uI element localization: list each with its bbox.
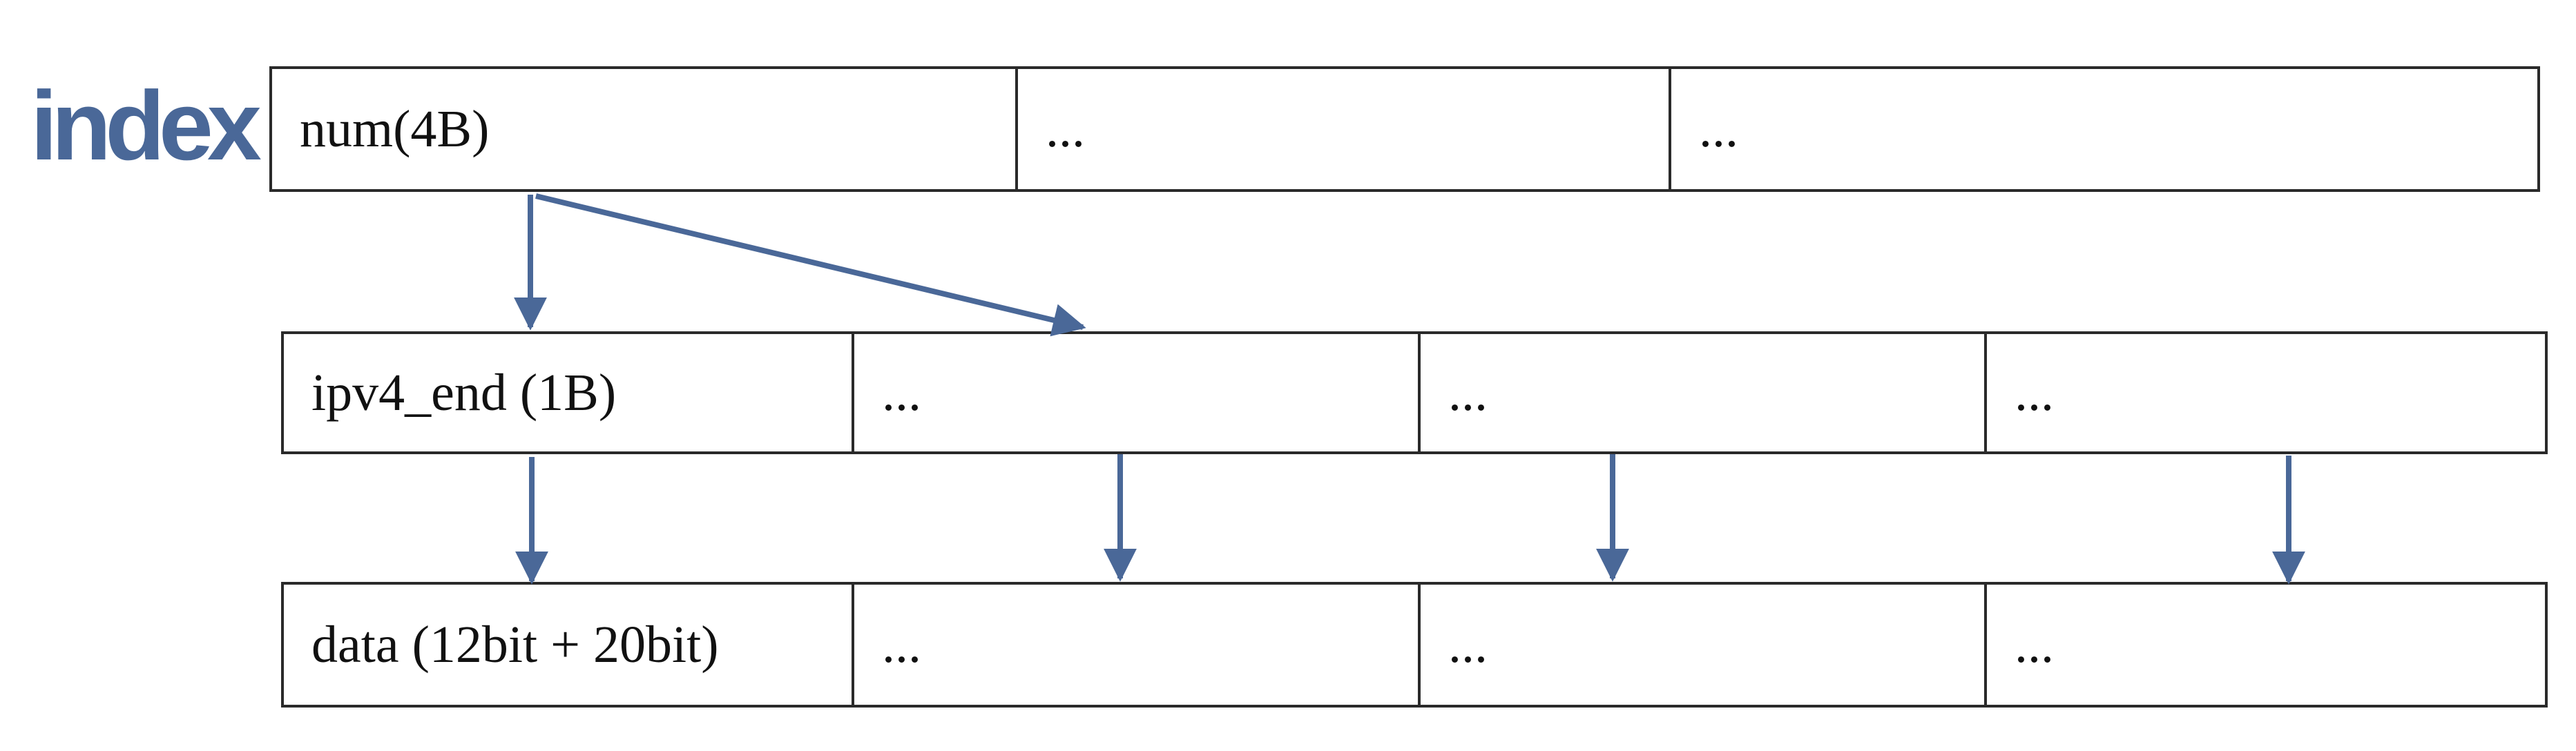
index-cell-ellipsis-2: ... (1669, 69, 2537, 189)
arrow-num-to-ipv4-cell-2 (535, 193, 1086, 337)
index-cell-num: num(4B) (300, 99, 490, 158)
ipv4-cell-ellipsis-3: ... (1984, 334, 2545, 451)
ipv4-end-cell: ipv4_end (1B) (311, 363, 617, 422)
ipv4-cell-ellipsis-1: ... (852, 334, 1418, 451)
data-row: data (12bit + 20bit) ... ... ... (281, 582, 2548, 708)
data-cell-ellipsis-3: ... (1984, 585, 2545, 705)
ipv4-end-row: ipv4_end (1B) ... ... ... (281, 331, 2548, 454)
index-row: num(4B) ... ... (269, 66, 2540, 192)
data-cell-ellipsis-1: ... (852, 585, 1418, 705)
index-cell-ellipsis-1: ... (1015, 69, 1669, 189)
data-cell-ellipsis-2: ... (1418, 585, 1984, 705)
index-title: index (30, 71, 262, 181)
data-cell: data (12bit + 20bit) (311, 615, 719, 674)
ipv4-cell-ellipsis-2: ... (1418, 334, 1984, 451)
